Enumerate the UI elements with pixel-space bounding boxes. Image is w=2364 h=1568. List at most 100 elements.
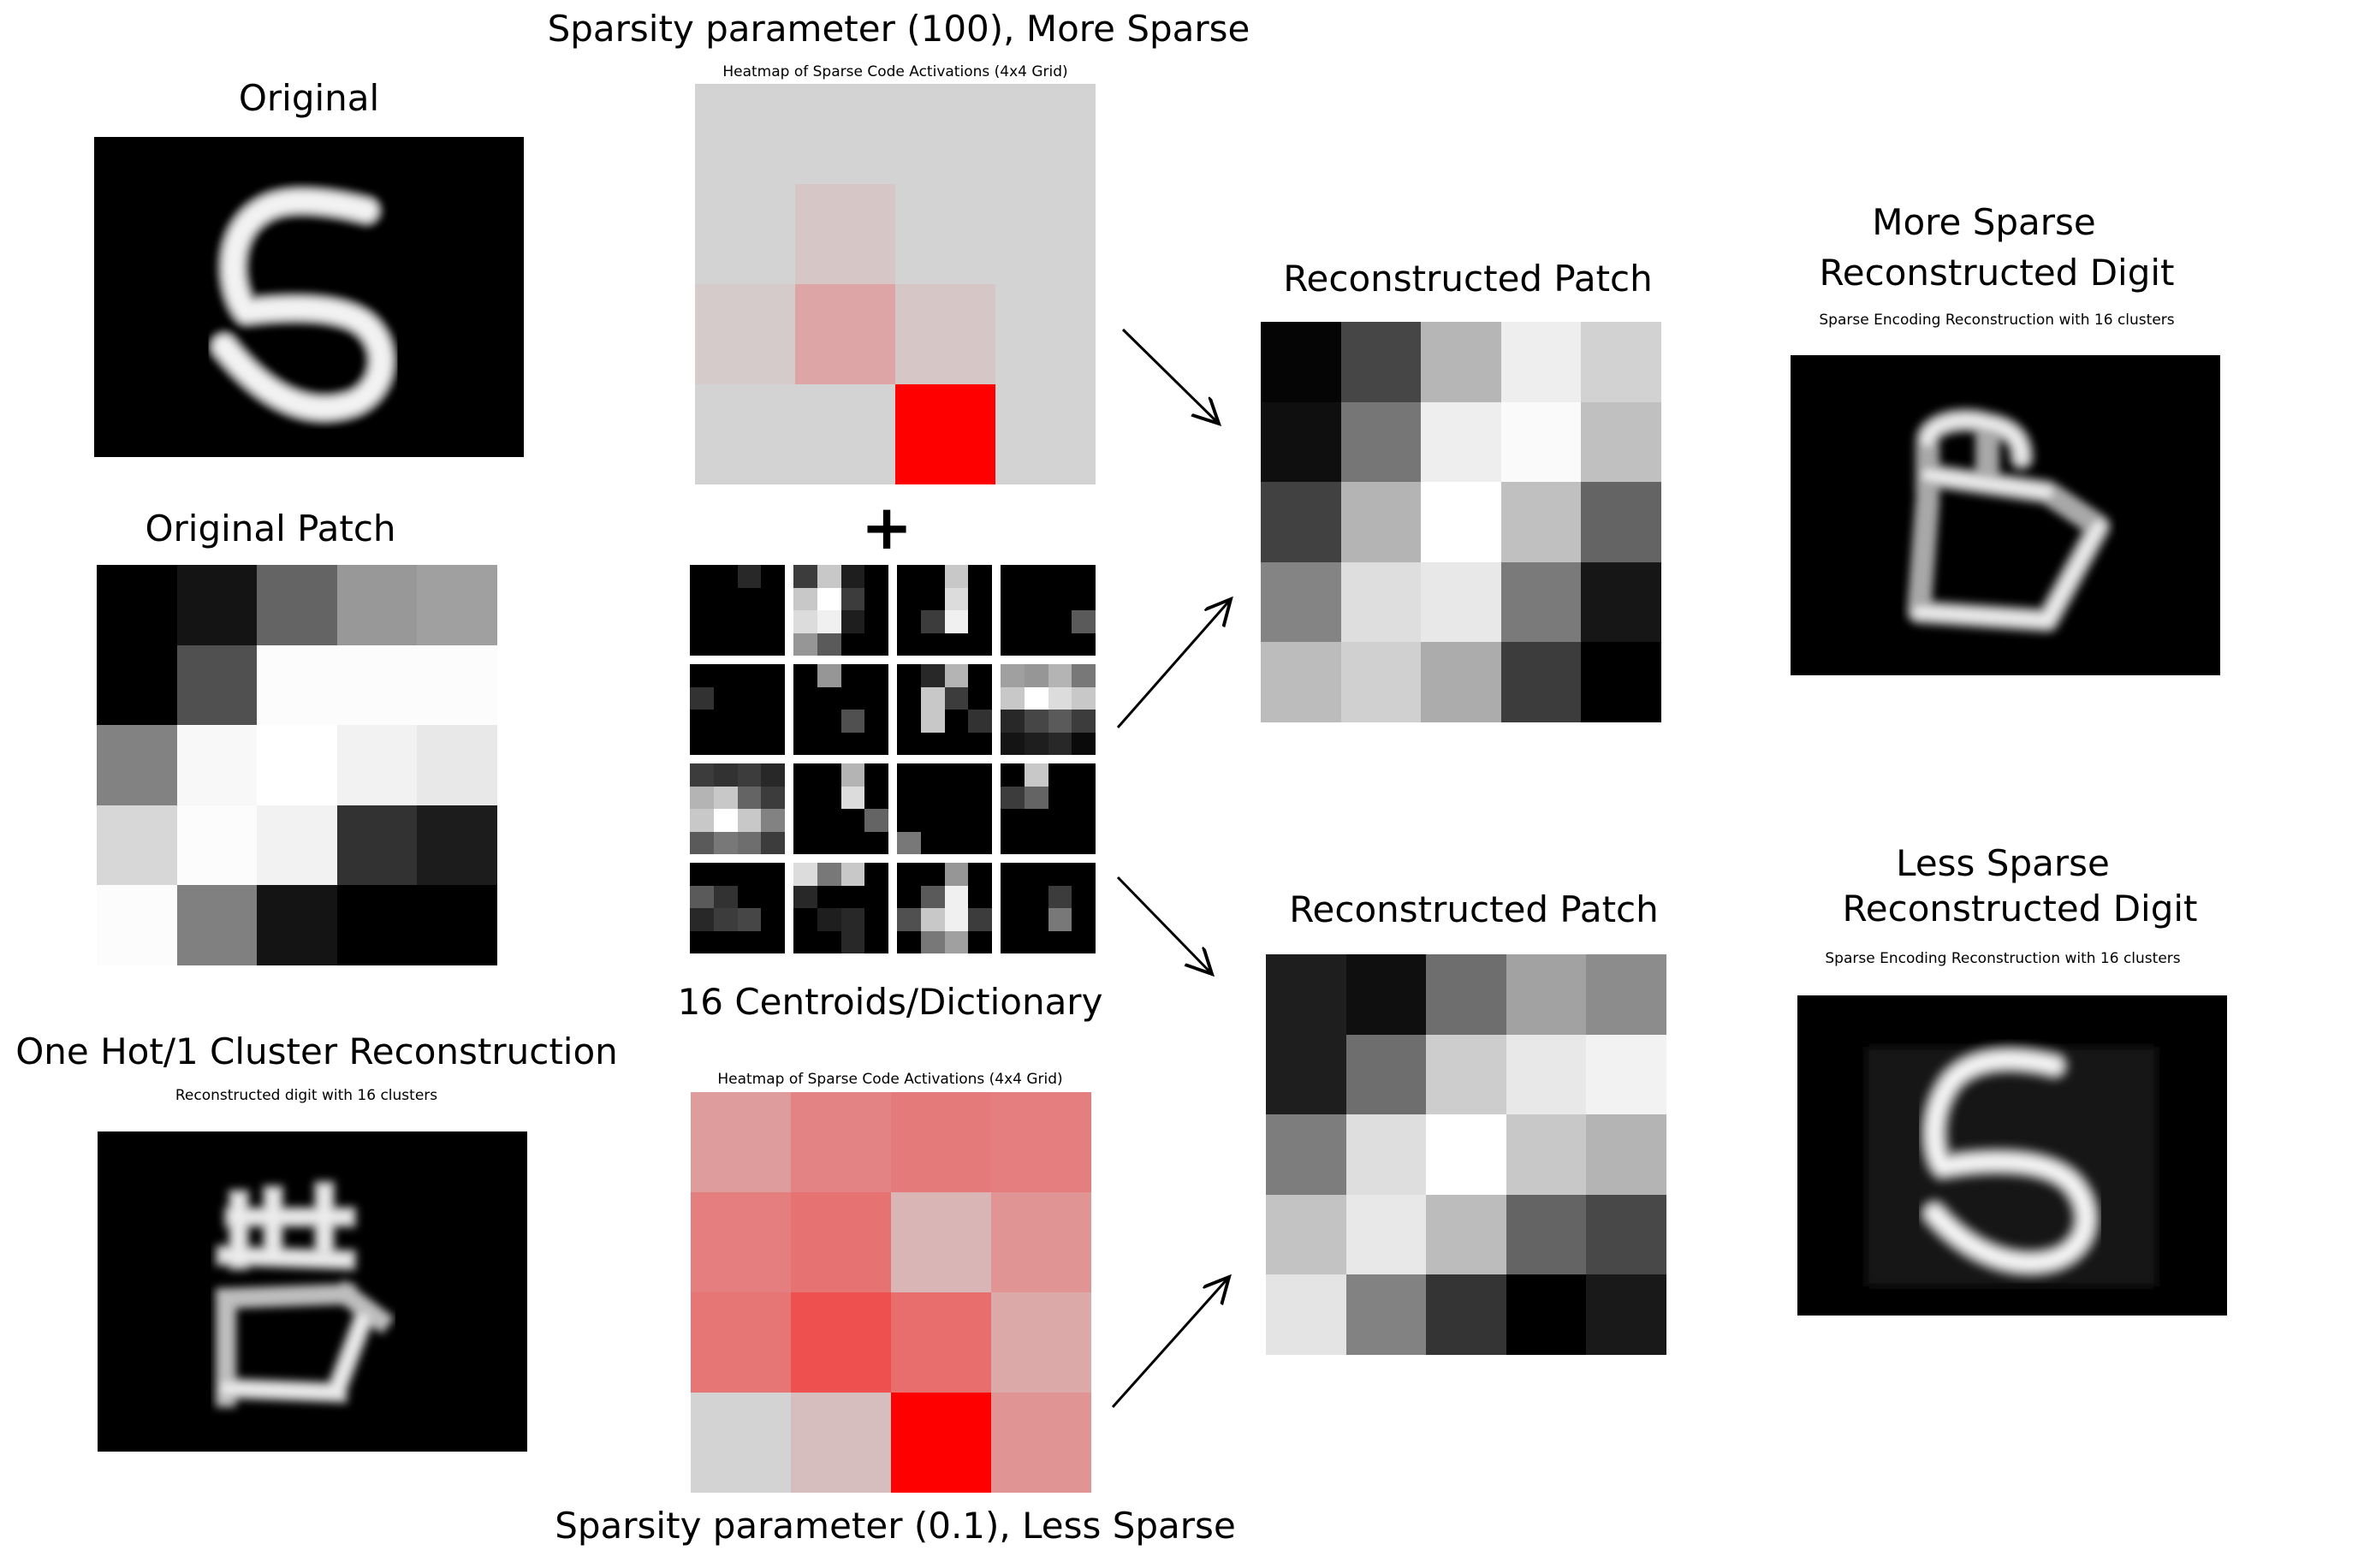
centroid-11-cell-1-0 [1001, 786, 1025, 809]
centroid-9-cell-2-3 [864, 809, 888, 832]
original-patch-cell-1-4 [417, 644, 497, 726]
centroid-10-cell-2-1 [920, 809, 945, 832]
arrow-bottom-heatmap-to-recon [1111, 1277, 1229, 1409]
centroid-1-cell-2-0 [793, 610, 817, 633]
heat-more-sparse-cell-1-3 [995, 184, 1096, 284]
centroid-0-cell-1-0 [690, 587, 714, 610]
centroid-0-cell-2-3 [761, 610, 785, 633]
centroid-9-cell-0-2 [840, 763, 865, 787]
original-patch-cell-1-2 [257, 644, 337, 726]
centroid-8-cell-1-1 [713, 786, 738, 809]
centroid-9-cell-1-1 [817, 786, 841, 809]
centroid-5-cell-3-1 [817, 732, 841, 755]
centroid-2-cell-2-1 [920, 610, 945, 633]
heat-more-sparse-cell-1-2 [895, 184, 995, 284]
centroid-7-cell-2-2 [1048, 710, 1072, 733]
centroid-14-cell-1-3 [968, 885, 992, 908]
centroid-2-cell-0-1 [920, 565, 945, 588]
more-sparse-digit-drawing [1907, 408, 2111, 633]
centroid-15 [1001, 863, 1096, 953]
centroid-5-cell-1-3 [864, 686, 888, 710]
recon-top-cell-4-2 [1421, 642, 1501, 722]
sparsity-low-title: Sparsity parameter (0.1), Less Sparse [555, 1505, 1236, 1547]
heat-less-sparse-cell-1-2 [891, 1192, 991, 1292]
recon-patch-top-title: Reconstructed Patch [1283, 258, 1653, 300]
centroid-5-cell-3-2 [840, 732, 865, 755]
recon-bottom-cell-0-2 [1426, 954, 1506, 1035]
recon-bottom-cell-3-1 [1345, 1194, 1427, 1275]
recon-bottom-cell-0-3 [1506, 954, 1587, 1035]
centroid-4-cell-0-1 [713, 664, 738, 687]
centroid-1-cell-3-3 [864, 633, 888, 656]
centroid-0-cell-3-1 [713, 633, 738, 656]
recon-bottom-cell-3-2 [1426, 1194, 1506, 1275]
centroid-1 [793, 565, 888, 656]
original-patch-cell-3-0 [97, 805, 177, 886]
centroid-11-cell-0-1 [1024, 763, 1048, 787]
centroid-2-cell-1-1 [920, 587, 945, 610]
centroid-8-cell-2-1 [713, 809, 738, 832]
recon-top-cell-4-0 [1261, 642, 1341, 722]
recon-top-cell-1-4 [1581, 401, 1661, 483]
heat-more-sparse-cell-2-3 [995, 284, 1096, 384]
centroid-10-cell-2-3 [968, 809, 992, 832]
centroid-9-cell-1-0 [793, 786, 817, 809]
original-patch-title: Original Patch [145, 508, 396, 549]
centroid-5-cell-0-3 [864, 664, 888, 687]
recon-top-cell-0-2 [1421, 322, 1501, 402]
centroid-13-cell-3-0 [793, 930, 817, 953]
centroid-8 [690, 763, 785, 854]
centroid-1-cell-0-1 [817, 565, 841, 588]
centroid-4-cell-2-2 [737, 710, 762, 733]
centroid-14-cell-1-2 [944, 885, 969, 908]
centroid-0-cell-1-1 [713, 587, 738, 610]
centroid-11-cell-3-2 [1048, 831, 1072, 854]
centroid-13-cell-3-3 [864, 930, 888, 953]
centroid-11-cell-1-3 [1072, 786, 1096, 809]
centroid-0-cell-0-2 [737, 565, 762, 588]
original-patch-cell-2-4 [417, 725, 497, 805]
recon-top-cell-4-1 [1340, 642, 1422, 722]
more-sparse-subtitle: Sparse Encoding Reconstruction with 16 c… [1819, 312, 2175, 329]
centroid-15-cell-1-3 [1072, 885, 1096, 908]
centroid-14 [897, 863, 992, 953]
recon-bottom-cell-2-4 [1586, 1114, 1666, 1195]
centroid-3-cell-1-0 [1001, 587, 1025, 610]
centroid-14-cell-2-0 [897, 908, 921, 931]
centroid-4-cell-2-1 [713, 710, 738, 733]
centroid-14-cell-3-0 [897, 930, 921, 953]
centroid-11-cell-2-0 [1001, 809, 1025, 832]
centroid-11-cell-1-2 [1048, 786, 1072, 809]
centroid-0-cell-0-1 [713, 565, 738, 588]
centroid-11-cell-0-2 [1048, 763, 1072, 787]
one-hot-subtitle: Reconstructed digit with 16 clusters [175, 1087, 438, 1104]
centroid-1-cell-0-3 [864, 565, 888, 588]
centroid-2-cell-2-0 [897, 610, 921, 633]
centroid-12-cell-3-3 [761, 930, 785, 953]
original-patch-grid [97, 565, 497, 965]
heat-less-sparse-cell-1-1 [791, 1192, 891, 1292]
less-sparse-subtitle: Sparse Encoding Reconstruction with 16 c… [1825, 950, 2181, 967]
centroid-5 [793, 664, 888, 755]
centroid-13-cell-1-2 [840, 885, 865, 908]
centroid-10-cell-1-1 [920, 786, 945, 809]
centroid-12-cell-1-1 [713, 885, 738, 908]
centroid-3-cell-2-3 [1072, 610, 1096, 633]
centroid-12-cell-0-0 [690, 863, 714, 886]
centroid-13-cell-0-0 [793, 863, 817, 886]
recon-bottom-cell-3-0 [1266, 1194, 1346, 1275]
less-sparse-digit-image [1797, 995, 2227, 1316]
centroid-4 [690, 664, 785, 755]
centroid-10-cell-3-0 [897, 831, 921, 854]
centroid-13-cell-1-0 [793, 885, 817, 908]
recon-top-cell-2-1 [1340, 482, 1422, 562]
centroid-11-cell-3-1 [1024, 831, 1048, 854]
centroid-1-cell-1-3 [864, 587, 888, 610]
centroid-5-cell-0-0 [793, 664, 817, 687]
centroid-3-cell-2-1 [1024, 610, 1048, 633]
centroid-4-cell-2-3 [761, 710, 785, 733]
centroid-0 [690, 565, 785, 656]
original-patch-cell-1-0 [97, 644, 177, 726]
centroid-13-cell-0-3 [864, 863, 888, 886]
